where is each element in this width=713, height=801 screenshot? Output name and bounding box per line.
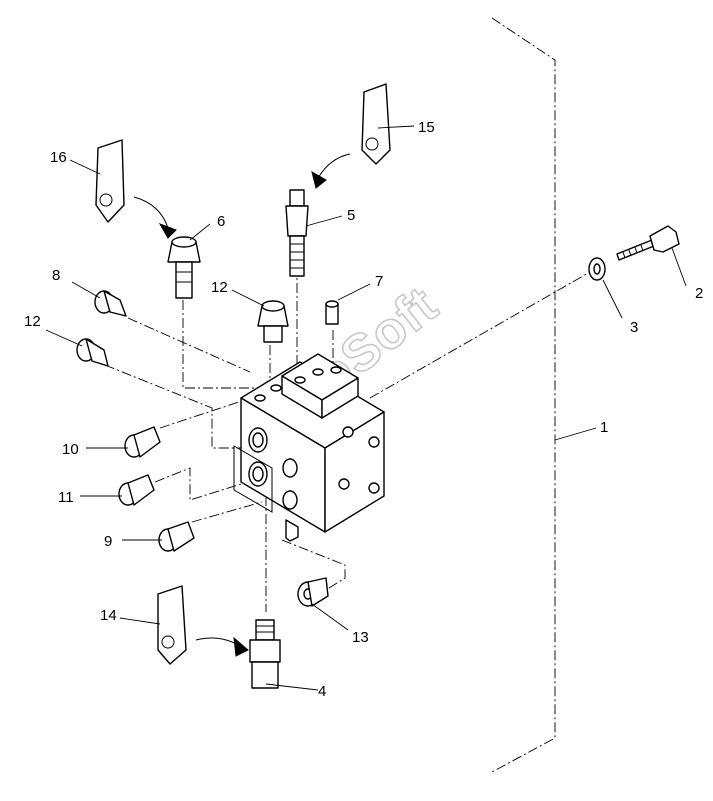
callout-3: 3 (630, 319, 638, 336)
fitting-12-left (76, 338, 109, 367)
tag-14 (157, 585, 187, 665)
pressure-switch-bottom (249, 619, 281, 689)
assembly-centerlines (104, 265, 591, 612)
valve-block (233, 353, 385, 542)
callout-10: 10 (62, 441, 79, 458)
callout-labels: 1 2 3 4 5 6 7 8 9 10 11 12 12 13 14 15 1… (24, 119, 703, 700)
callout-5: 5 (347, 207, 355, 224)
callout-7: 7 (375, 273, 383, 290)
bolt (616, 225, 680, 261)
pressure-switch-left (167, 236, 201, 299)
callout-15: 15 (418, 119, 435, 136)
tag-15 (361, 83, 391, 165)
callout-14: 14 (100, 607, 117, 624)
fitting-12-top (257, 300, 289, 343)
leader-lines (45, 125, 687, 691)
fitting-9 (158, 521, 195, 552)
callout-8: 8 (52, 267, 60, 284)
mounting-plate-outline (491, 17, 556, 773)
washer (588, 257, 606, 281)
callout-11: 11 (58, 489, 74, 506)
callout-12-left: 12 (24, 313, 41, 330)
arrow-15 (311, 153, 351, 189)
callout-2: 2 (695, 285, 703, 302)
callout-4: 4 (318, 683, 326, 700)
callout-1: 1 (600, 419, 608, 436)
arrow-16 (133, 196, 177, 239)
arrow-14 (195, 636, 249, 657)
sensor-top (285, 189, 309, 277)
plug (94, 290, 127, 317)
fitting-11 (118, 474, 155, 506)
callout-6: 6 (217, 213, 225, 230)
callout-9: 9 (104, 533, 112, 550)
tag-16 (95, 139, 125, 223)
callout-13: 13 (352, 629, 369, 646)
plug-small (325, 300, 339, 325)
callout-12-top: 12 (211, 279, 228, 296)
fitting-10 (124, 426, 161, 458)
socket-plug (297, 577, 329, 607)
callout-16: 16 (50, 149, 67, 166)
